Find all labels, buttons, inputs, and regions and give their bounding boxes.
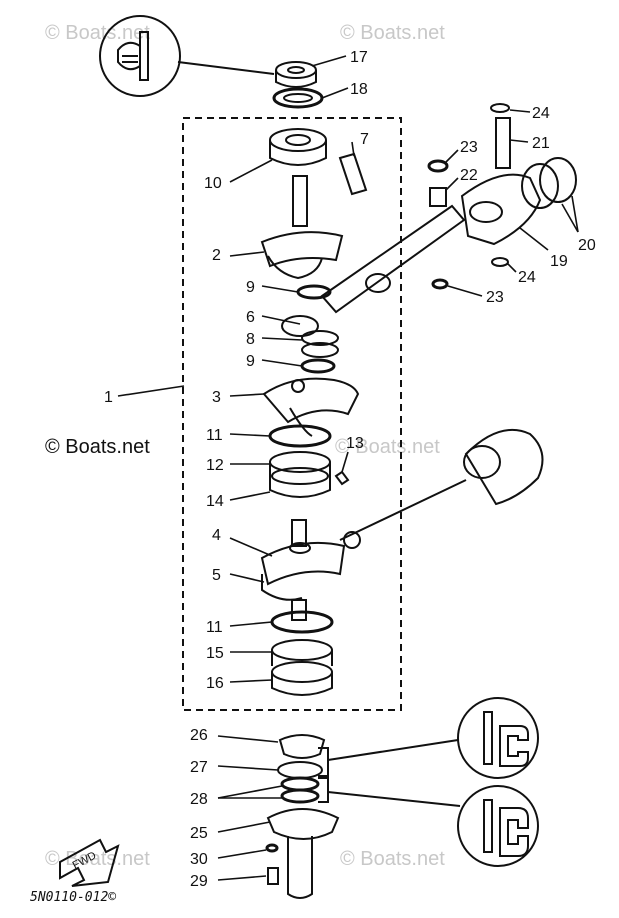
callout-10: 10 — [204, 175, 222, 192]
clip-24-top — [490, 103, 510, 113]
callout-24-top: 24 — [532, 105, 550, 122]
fwd-arrow-icon — [59, 838, 120, 887]
callout-16: 16 — [206, 675, 224, 692]
callout-7: 7 — [360, 131, 369, 148]
watermark-center: © Boats.net — [45, 436, 150, 458]
leader-lines — [117, 55, 579, 881]
labyrinth-seal-lower — [270, 610, 334, 696]
crankshaft-upper-2 — [260, 175, 344, 280]
callout-3: 3 — [212, 389, 221, 406]
lower-housing — [265, 734, 340, 899]
callout-4: 4 — [212, 527, 221, 544]
callout-6: 6 — [246, 309, 255, 326]
callout-2: 2 — [212, 247, 221, 264]
callout-30: 30 — [190, 851, 208, 868]
bearing-ring-18 — [272, 87, 324, 109]
inset-circle-bottom-1 — [327, 697, 539, 779]
callout-18: 18 — [350, 81, 368, 98]
callout-23-top: 23 — [460, 139, 478, 156]
crankshaft-assembly-box — [182, 117, 402, 711]
pin-7 — [338, 152, 368, 196]
callout-29: 29 — [190, 873, 208, 890]
callout-9-bottom: 9 — [246, 353, 255, 370]
callout-26: 26 — [190, 727, 208, 744]
dowel-13 — [334, 470, 350, 486]
washer-23-bottom — [431, 278, 449, 290]
inset-circle-bottom-2 — [327, 785, 539, 867]
callout-1: 1 — [104, 389, 113, 406]
inset-circle-top — [99, 15, 275, 97]
watermark-bottom-left: © Boats.net — [45, 848, 150, 870]
callout-20: 20 — [578, 237, 596, 254]
drawing-code: 5N0110-012© — [30, 890, 117, 905]
piston-upper — [460, 157, 577, 246]
washer-23-top — [427, 159, 449, 173]
oil-seal-17 — [275, 61, 317, 88]
watermark-center-right: © Boats.net — [335, 436, 440, 458]
labyrinth-seal-upper — [268, 424, 332, 498]
callout-21: 21 — [532, 135, 550, 152]
callout-15: 15 — [206, 645, 224, 662]
callout-19: 19 — [550, 253, 568, 270]
callout-27: 27 — [190, 759, 208, 776]
callout-22: 22 — [460, 167, 478, 184]
bearing-22 — [429, 187, 447, 207]
callout-24-bottom: 24 — [518, 269, 536, 286]
callout-12: 12 — [206, 457, 224, 474]
crankshaft-lower — [260, 519, 361, 621]
callout-13: 13 — [346, 435, 364, 452]
callout-25: 25 — [190, 825, 208, 842]
callout-23-bottom: 23 — [486, 289, 504, 306]
bracket-27 — [318, 747, 329, 777]
watermark-bottom-right: © Boats.net — [340, 848, 445, 870]
clip-24-bottom — [491, 257, 509, 267]
watermark-top-left: © Boats.net — [45, 22, 150, 44]
callout-17: 17 — [350, 49, 368, 66]
callout-28: 28 — [190, 791, 208, 808]
wrist-pin-21 — [495, 117, 511, 169]
callout-8: 8 — [246, 331, 255, 348]
callout-11-top: 11 — [206, 427, 223, 444]
callout-14: 14 — [206, 493, 224, 510]
callout-9-top: 9 — [246, 279, 255, 296]
callout-5: 5 — [212, 567, 221, 584]
callout-11-bottom: 11 — [206, 619, 223, 636]
bearing-10 — [269, 128, 327, 166]
watermark-top-right: © Boats.net — [340, 22, 445, 44]
piston-lower — [339, 429, 544, 541]
bracket-28 — [318, 777, 329, 803]
connecting-rod — [281, 204, 466, 337]
